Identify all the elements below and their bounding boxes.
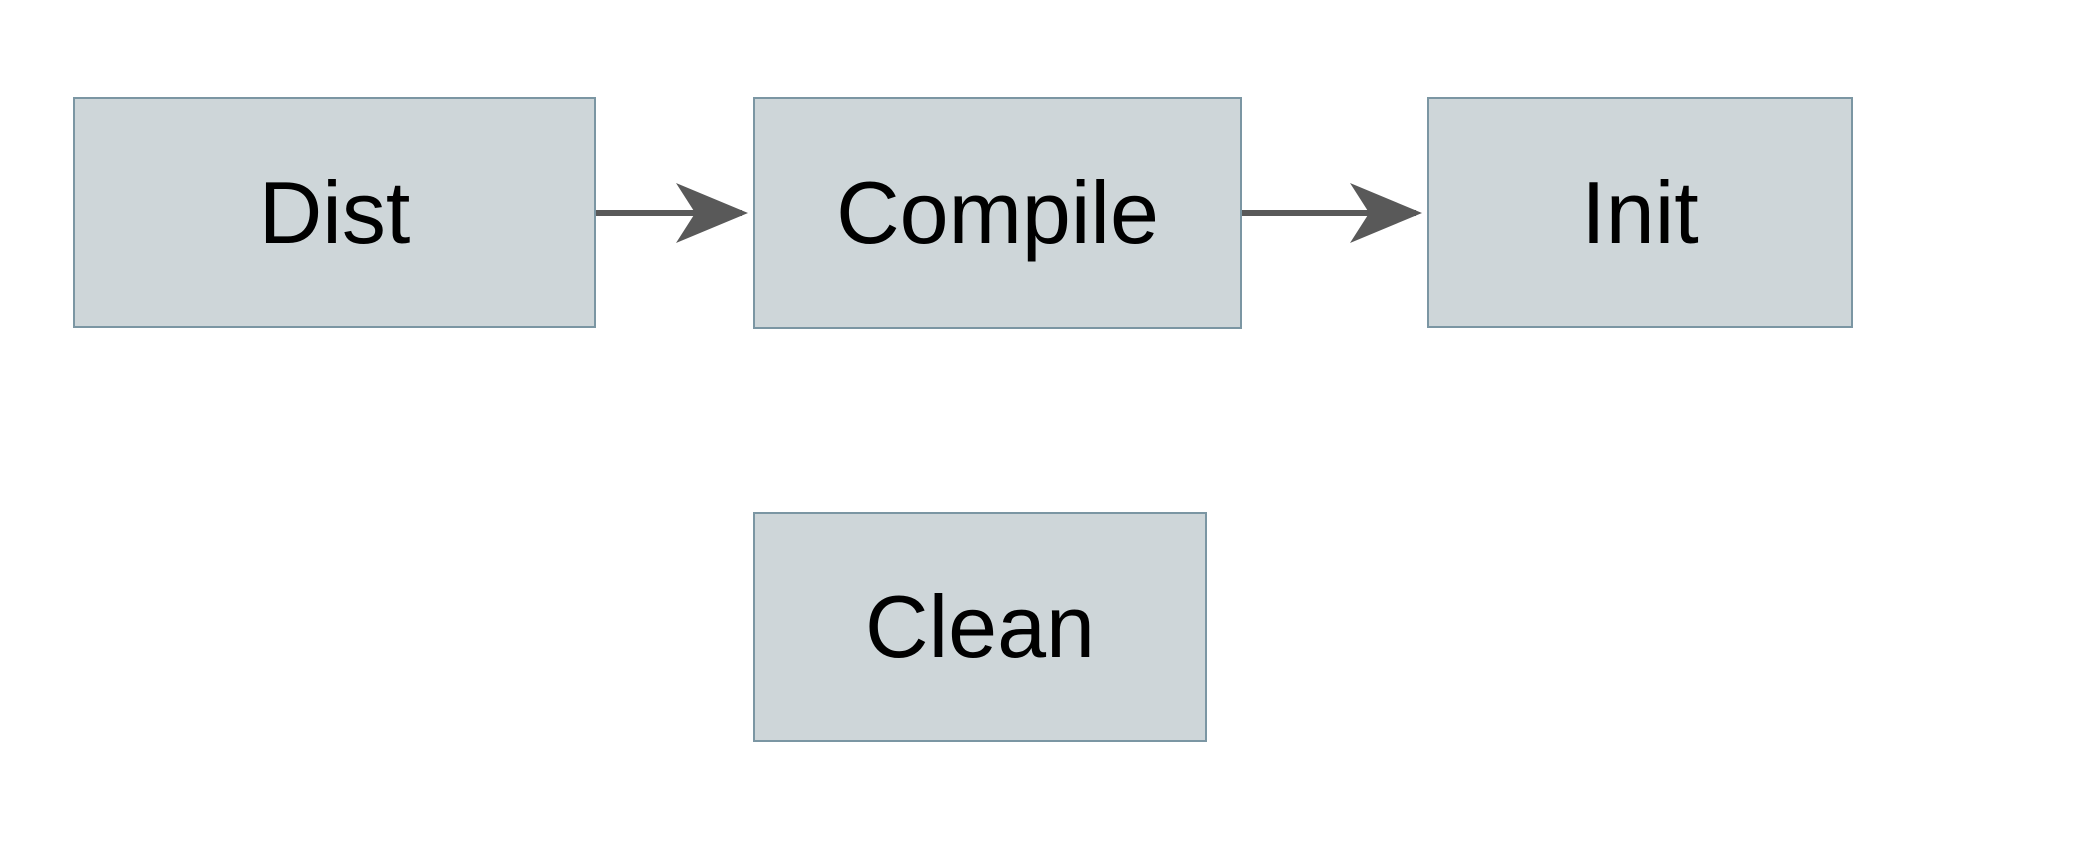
node-label: Compile [836,163,1159,262]
node-label: Init [1581,162,1699,262]
node-compile[interactable]: Compile [753,97,1242,329]
node-label: Dist [258,162,411,262]
node-dist[interactable]: Dist [73,97,596,328]
node-label: Clean [865,577,1095,676]
node-init[interactable]: Init [1427,97,1853,328]
node-clean[interactable]: Clean [753,512,1207,742]
